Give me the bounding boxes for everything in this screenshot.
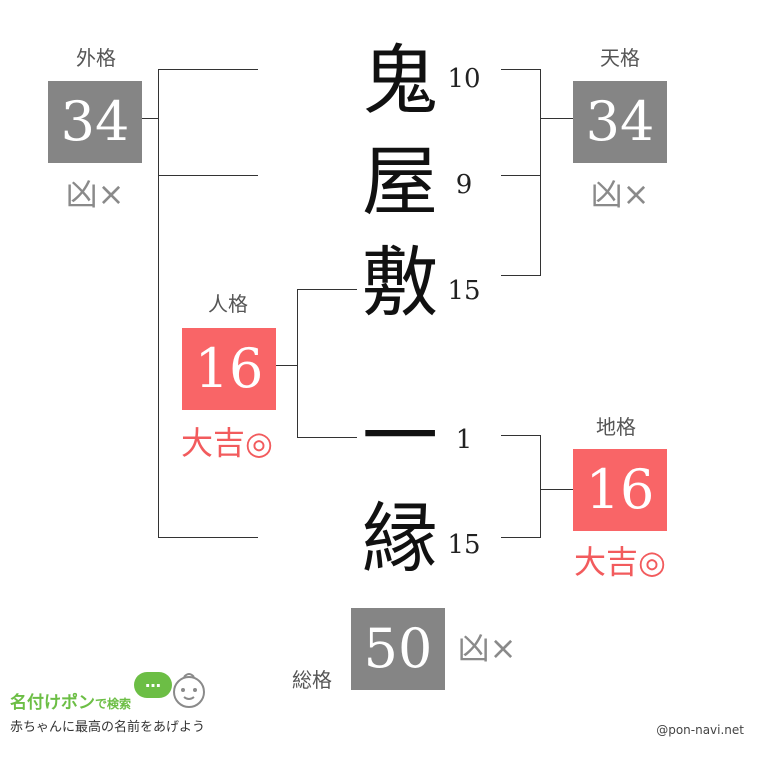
- gaikaku-connector-mid: [158, 175, 258, 176]
- given-char-2-strokes: 15: [447, 530, 481, 560]
- gaikaku-value-box: 34: [48, 81, 142, 163]
- tenkaku-connector-mid: [501, 175, 540, 176]
- tenkaku-label: 天格: [600, 46, 640, 70]
- tenkaku-connector-vertical: [540, 69, 541, 276]
- chikaku-connector-bottom: [501, 537, 540, 538]
- surname-char-2: 屋: [362, 137, 438, 226]
- jinkaku-connector-vertical: [297, 289, 298, 438]
- tenkaku-connector-top: [501, 69, 540, 70]
- surname-char-3-strokes: 15: [447, 276, 481, 306]
- chikaku-label: 地格: [596, 415, 636, 439]
- surname-char-2-strokes: 9: [455, 170, 473, 200]
- chikaku-connector-stub: [540, 489, 573, 490]
- chikaku-connector-vertical: [540, 435, 541, 538]
- jinkaku-connector-stub: [276, 365, 297, 366]
- tenkaku-result: 凶×: [590, 175, 650, 213]
- gaikaku-connector-stub: [141, 118, 158, 119]
- logo-tagline: 赤ちゃんに最高の名前をあげよう: [10, 720, 206, 735]
- jinkaku-connector-bottom: [297, 437, 357, 438]
- chikaku-value-box: 16: [573, 449, 667, 531]
- baby-face-icon: [173, 673, 205, 708]
- soukaku-value-box: 50: [351, 608, 445, 690]
- gaikaku-connector-vertical: [158, 69, 159, 538]
- given-char-2: 縁: [362, 494, 438, 583]
- gaikaku-connector-top: [158, 69, 258, 70]
- site-credit: @pon-navi.net: [656, 723, 744, 737]
- logo-speech-bubble: …: [134, 672, 172, 698]
- jinkaku-value-box: 16: [182, 328, 276, 410]
- surname-char-3: 敷: [362, 238, 438, 327]
- logo-title-main: 名付けポン: [10, 693, 95, 713]
- chikaku-connector-top: [501, 435, 540, 436]
- gaikaku-result: 凶×: [65, 175, 125, 213]
- jinkaku-result: 大吉◎: [181, 424, 273, 462]
- logo-title[interactable]: 名付けポンで検索: [10, 692, 131, 715]
- given-char-1-strokes: 1: [455, 425, 473, 455]
- given-char-1: 一: [362, 392, 438, 481]
- gaikaku-connector-bottom: [158, 537, 258, 538]
- jinkaku-connector-top: [297, 289, 357, 290]
- soukaku-label: 総格: [292, 668, 332, 692]
- tenkaku-connector-stub: [540, 118, 573, 119]
- speech-bubble-dots: …: [145, 672, 161, 691]
- gaikaku-label: 外格: [76, 46, 116, 70]
- tenkaku-connector-bottom: [501, 275, 540, 276]
- surname-char-1: 鬼: [362, 36, 438, 125]
- chikaku-result: 大吉◎: [574, 543, 666, 581]
- surname-char-1-strokes: 10: [447, 64, 481, 94]
- logo-title-suffix: で検索: [95, 697, 132, 711]
- jinkaku-label: 人格: [208, 292, 248, 316]
- soukaku-result: 凶×: [457, 629, 517, 667]
- tenkaku-value-box: 34: [573, 81, 667, 163]
